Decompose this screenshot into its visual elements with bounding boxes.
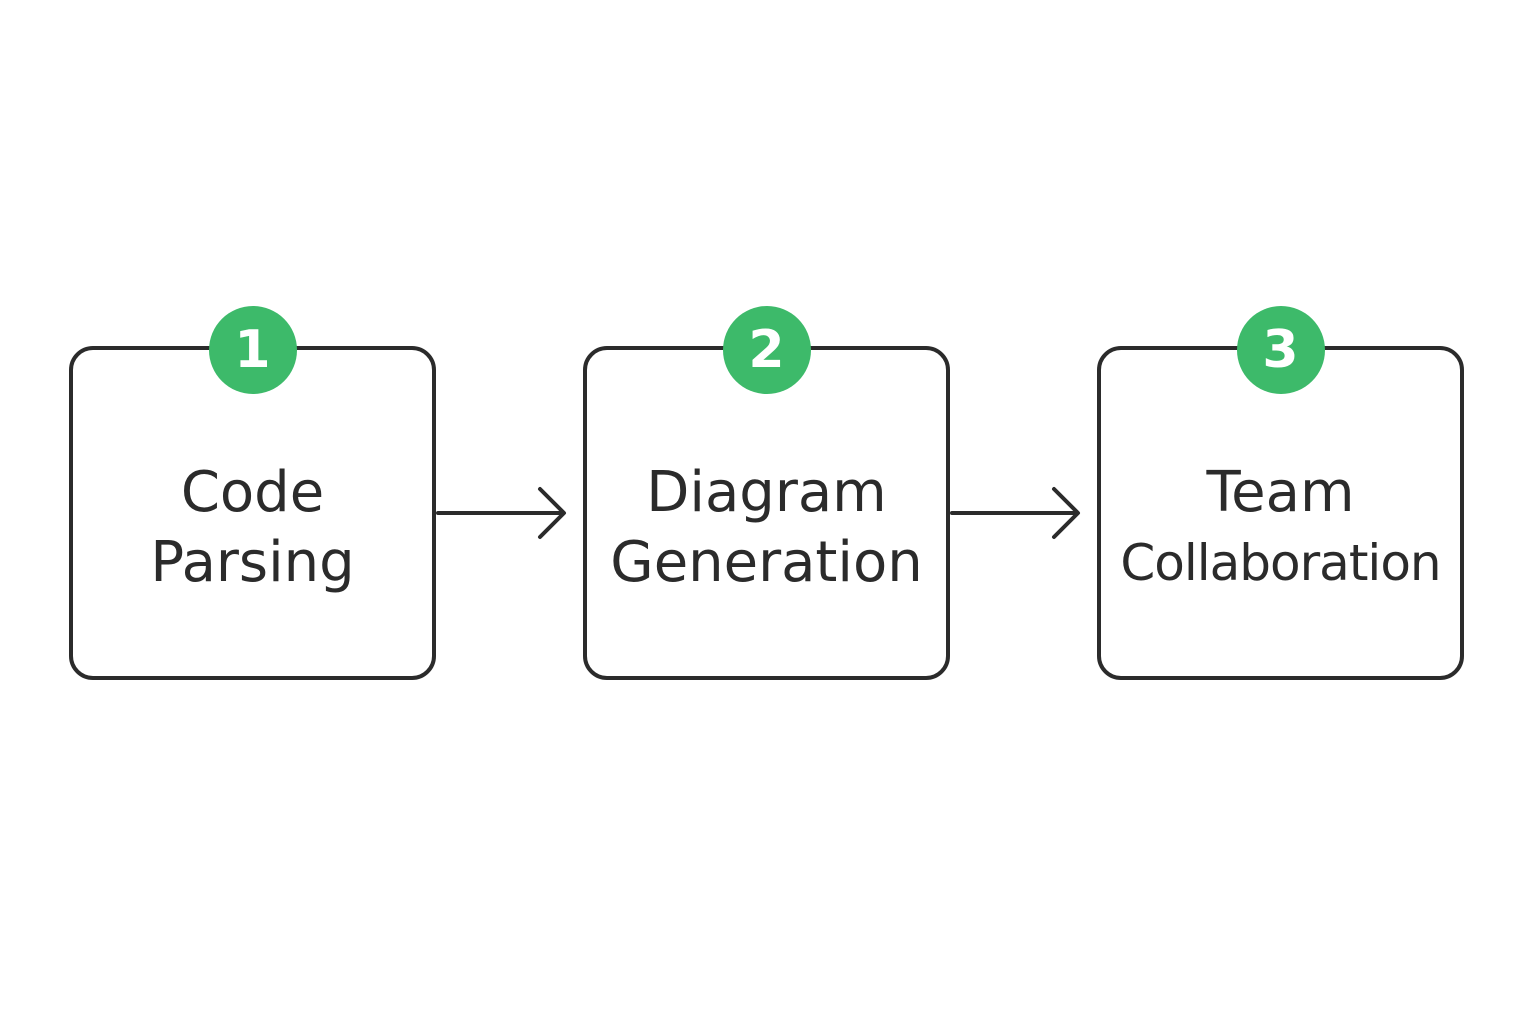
step-label-line-1: Team xyxy=(1206,460,1355,525)
step-number-badge: 3 xyxy=(1236,306,1325,394)
step-card-code-parsing: 1 Code Parsing xyxy=(69,306,436,680)
arrow-right-icon xyxy=(950,487,1080,539)
step-label-line-1: Code xyxy=(180,460,325,525)
step-label: Code Parsing xyxy=(73,458,432,598)
step-card-team-collaboration: 3 Team Collaboration xyxy=(1097,306,1464,680)
step-label-line-2: Parsing xyxy=(150,530,355,595)
step-number-badge: 2 xyxy=(722,306,811,394)
step-label-line-2: Generation xyxy=(610,530,923,595)
step-label: Diagram Generation xyxy=(587,458,946,598)
step-card-diagram-generation: 2 Diagram Generation xyxy=(583,306,950,680)
arrow-right-icon xyxy=(436,487,566,539)
step-number-badge: 1 xyxy=(208,306,297,394)
step-label-line-1: Diagram xyxy=(646,460,887,525)
step-label-line-2: Collaboration xyxy=(1120,534,1441,592)
step-label: Team Collaboration xyxy=(1101,458,1460,598)
